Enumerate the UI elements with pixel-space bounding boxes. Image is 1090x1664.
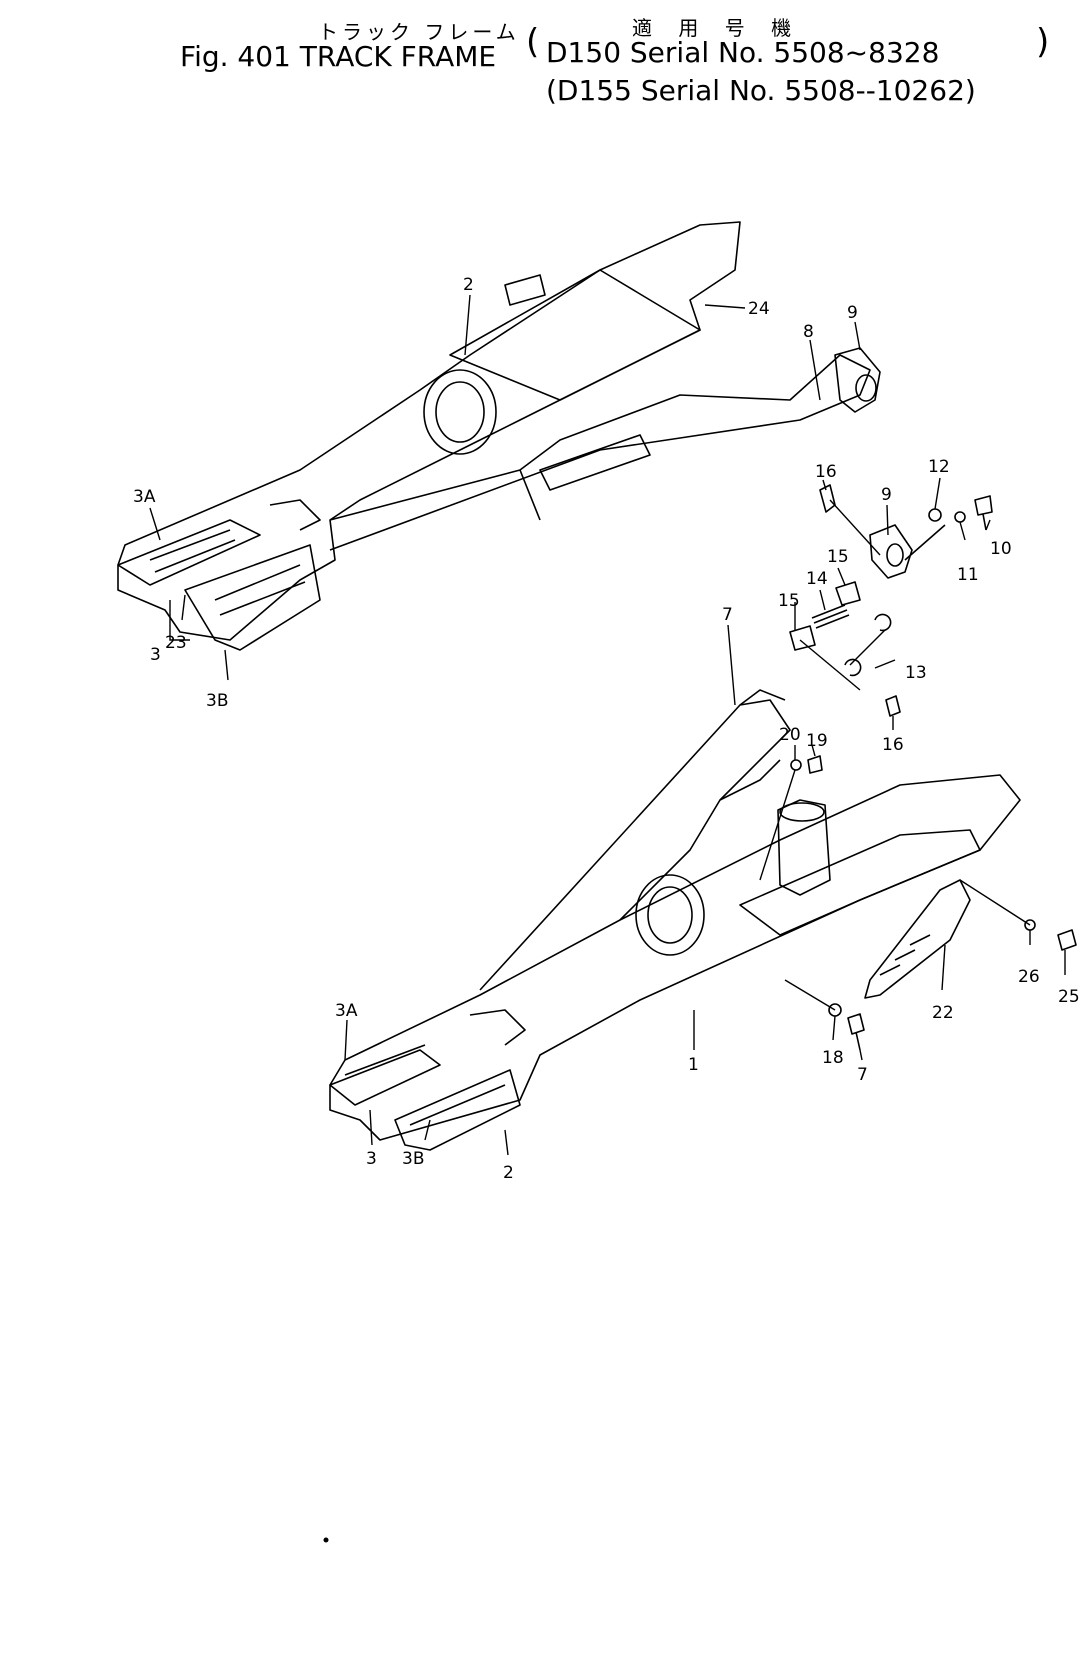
japanese-part-name: トラック フレーム bbox=[318, 20, 520, 44]
lower-frame-brace bbox=[479, 699, 791, 991]
label-bolt-10: 10 bbox=[990, 539, 1012, 559]
label-bolt-25: 25 bbox=[1058, 987, 1080, 1007]
label-washer-26: 26 bbox=[1018, 967, 1040, 987]
stray-mark bbox=[323, 1537, 329, 1543]
washer-20-shape bbox=[790, 759, 802, 771]
clip-15-left-shape bbox=[789, 625, 816, 651]
upper-track-frame bbox=[117, 221, 881, 651]
leader-lines bbox=[149, 294, 1066, 1156]
label-block-3a-lower: 3A bbox=[335, 1001, 358, 1021]
exploded-cap-assembly bbox=[789, 484, 993, 717]
bracket-left: ( bbox=[526, 22, 540, 62]
label-block-3a-upper: 3A bbox=[133, 487, 156, 507]
label-arm-8: 8 bbox=[803, 322, 814, 342]
upper-frame-bore bbox=[423, 369, 497, 455]
label-block-3b-upper: 3B bbox=[206, 691, 228, 711]
figure-title: Fig. 401 TRACK FRAME bbox=[180, 40, 497, 73]
label-arm-7: 7 bbox=[722, 605, 733, 625]
bolt-17-shape bbox=[847, 1013, 865, 1051]
label-ring-13: 13 bbox=[905, 663, 927, 683]
bolt-25-shape bbox=[1057, 929, 1077, 951]
japanese-applicability: 適 用 号 機 bbox=[632, 16, 802, 40]
lower-block-3b bbox=[394, 1069, 521, 1151]
label-upper-frame-2: 2 bbox=[463, 275, 474, 295]
label-washer-18: 18 bbox=[822, 1048, 844, 1068]
label-block-3b-lower: 3B bbox=[402, 1149, 424, 1169]
label-bracket-24: 24 bbox=[748, 299, 770, 319]
label-guard-2-lower: 2 bbox=[503, 1163, 514, 1183]
washer-11-shape bbox=[954, 511, 966, 523]
pin-16-lower-shape bbox=[885, 695, 901, 717]
lower-frame-body bbox=[329, 774, 1021, 1141]
lower-track-frame bbox=[329, 689, 1077, 1151]
label-washer-12: 12 bbox=[928, 457, 950, 477]
bolt-10-shape bbox=[974, 495, 993, 531]
label-rail-3-lower: 3 bbox=[366, 1149, 377, 1169]
upper-block-3b bbox=[184, 544, 321, 651]
callout-labels: 2 24 8 9 3A 3 23 3B 16 9 12 10 11 15 14 … bbox=[133, 275, 1080, 1183]
label-washer-20: 20 bbox=[779, 725, 801, 745]
upper-frame-brace bbox=[329, 354, 871, 551]
label-bolt-17: 7 bbox=[857, 1065, 868, 1085]
label-spring-14: 14 bbox=[806, 569, 828, 589]
washer-12-shape bbox=[928, 508, 942, 522]
label-lower-frame-1: 1 bbox=[688, 1055, 699, 1075]
serial-range-d155: (D155 Serial No. 5508--10262) bbox=[546, 74, 976, 107]
spring-14-shape bbox=[811, 604, 850, 629]
lower-frame-bore bbox=[635, 874, 705, 956]
label-pin-16-upper: 16 bbox=[815, 462, 837, 482]
clip-15-right-shape bbox=[835, 581, 861, 606]
upper-frame-body bbox=[117, 221, 741, 641]
label-bracket-23: 23 bbox=[165, 633, 187, 653]
guard-22-shape bbox=[864, 879, 971, 999]
label-washer-11: 11 bbox=[957, 565, 979, 585]
label-guard-22: 22 bbox=[932, 1003, 954, 1023]
bracket-right: ) bbox=[1036, 22, 1050, 62]
serial-range-d150: D150 Serial No. 5508~8328 bbox=[546, 36, 940, 69]
label-bolt-19: 19 bbox=[806, 731, 828, 751]
cap-9-exploded-shape bbox=[869, 524, 913, 579]
ring-13-shape bbox=[844, 613, 892, 677]
label-cap-9-exploded: 9 bbox=[881, 485, 892, 505]
upper-frame-top bbox=[449, 269, 701, 401]
label-pin-16-lower: 16 bbox=[882, 735, 904, 755]
label-clip-15-right: 15 bbox=[827, 547, 849, 567]
bolt-19-shape bbox=[807, 755, 823, 774]
label-clip-15-left: 15 bbox=[778, 591, 800, 611]
label-rail-3-upper: 3 bbox=[150, 645, 161, 665]
pin-16-upper-shape bbox=[819, 484, 836, 513]
label-cap-9: 9 bbox=[847, 303, 858, 323]
